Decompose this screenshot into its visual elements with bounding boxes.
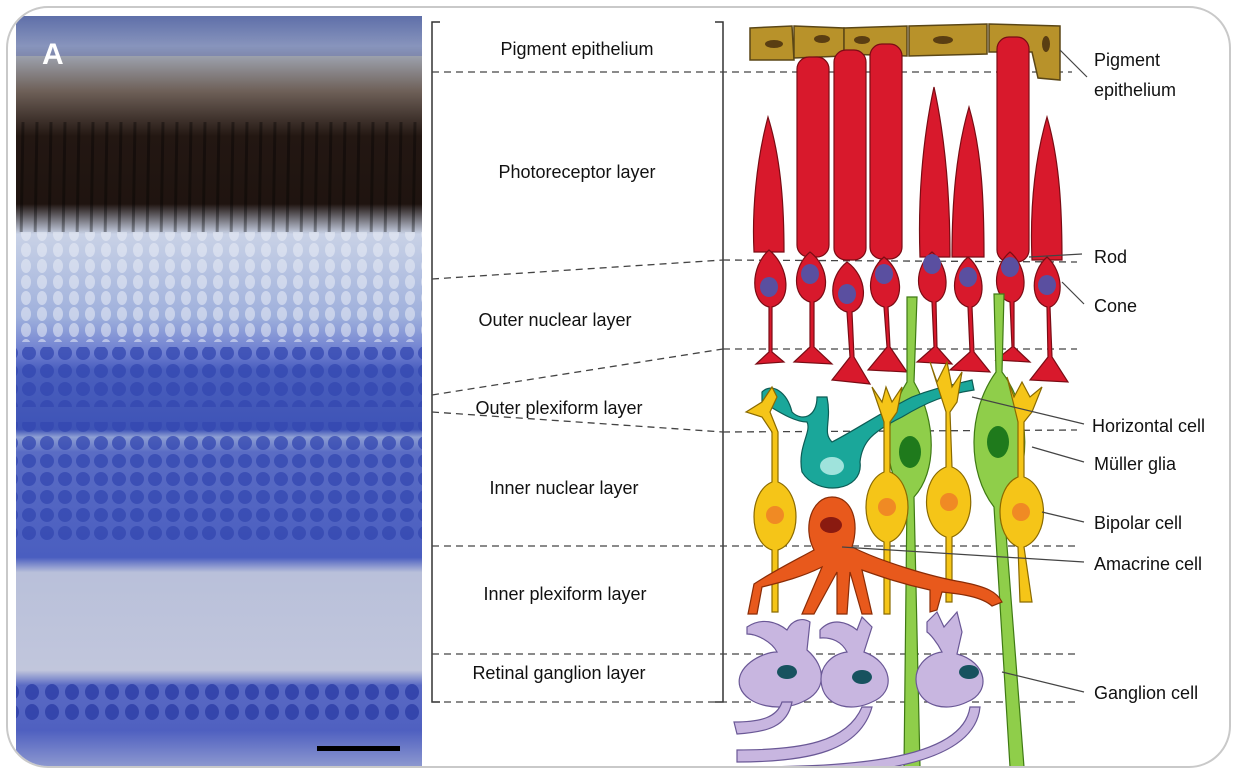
panel-label: A [42, 38, 64, 71]
layer-label: Inner nuclear layer [489, 478, 638, 498]
layer-labels: Pigment epithelium Photoreceptor layer O… [472, 39, 655, 683]
micrograph: A [16, 16, 422, 768]
scale-bar [317, 746, 400, 751]
cell-label-pigment: Pigment [1094, 50, 1160, 70]
layer-label: Pigment epithelium [500, 39, 653, 59]
cell-label-pigment-2: epithelium [1094, 80, 1176, 100]
cell-label-rod: Rod [1094, 247, 1127, 267]
cell-label-cone: Cone [1094, 296, 1137, 316]
cell-label-horizontal: Horizontal cell [1092, 416, 1205, 436]
layer-label: Outer nuclear layer [478, 310, 631, 330]
figure-frame: A Pigment epithelium Photoreceptor layer… [6, 6, 1231, 768]
cell-label-muller: Müller glia [1094, 454, 1177, 474]
layer-label: Inner plexiform layer [483, 584, 646, 604]
cell-label-amacrine: Amacrine cell [1094, 554, 1202, 574]
ganglion-cells [734, 612, 983, 768]
layer-label: Photoreceptor layer [498, 162, 655, 182]
layer-label: Retinal ganglion layer [472, 663, 645, 683]
cell-label-bipolar: Bipolar cell [1094, 513, 1182, 533]
cell-labels: Pigment epithelium Rod Cone Horizontal c… [1092, 50, 1205, 703]
retina-figure: A Pigment epithelium Photoreceptor layer… [8, 8, 1231, 768]
cell-label-ganglion: Ganglion cell [1094, 683, 1198, 703]
layer-label: Outer plexiform layer [475, 398, 642, 418]
